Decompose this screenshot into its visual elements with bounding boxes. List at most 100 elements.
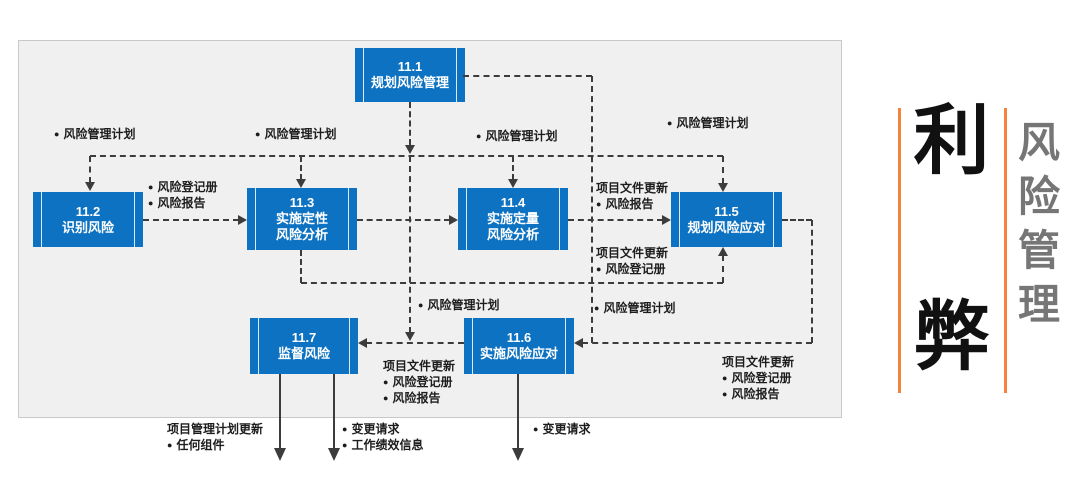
connector-dashed-line bbox=[722, 156, 724, 184]
connector-dashed-line bbox=[409, 156, 411, 333]
io-label: ●变更请求 ●工作绩效信息 bbox=[342, 421, 423, 453]
box-edge-stripe bbox=[348, 188, 349, 250]
connector-dashed-line bbox=[722, 255, 724, 283]
box-edge-stripe bbox=[41, 192, 42, 247]
arrowhead-right bbox=[449, 215, 458, 225]
io-label-line: ●风险报告 bbox=[383, 391, 441, 405]
bullet-icon: ● bbox=[594, 303, 600, 313]
io-label-line: ●风险管理计划 bbox=[54, 127, 136, 141]
box-edge-stripe bbox=[456, 48, 457, 102]
banner-title-char: 风 bbox=[1018, 119, 1061, 166]
output-solid-line bbox=[279, 374, 281, 448]
process-box-label: 11.4 bbox=[500, 195, 526, 210]
io-label-line: ●风险登记册 bbox=[596, 262, 666, 276]
connector-dashed-line bbox=[463, 75, 592, 77]
io-label-line: ●变更请求 bbox=[342, 422, 400, 436]
io-label-line: ●风险登记册 bbox=[148, 180, 218, 194]
process-box-label: 实施定量 bbox=[486, 211, 539, 226]
bullet-icon: ● bbox=[667, 118, 673, 128]
output-solid-line bbox=[333, 374, 335, 448]
io-label-line: ●风险登记册 bbox=[383, 375, 453, 389]
process-box-label: 11.1 bbox=[397, 59, 423, 74]
process-box-label: 风险分析 bbox=[486, 227, 539, 242]
process-box-label: 实施风险应对 bbox=[479, 346, 558, 361]
connector-dashed-line bbox=[90, 155, 723, 157]
arrowhead-down bbox=[405, 145, 415, 154]
arrowhead-down bbox=[85, 182, 95, 191]
output-arrowhead-down bbox=[512, 448, 524, 461]
io-label-line: ●工作绩效信息 bbox=[342, 438, 424, 452]
arrowhead-left bbox=[574, 338, 583, 348]
output-solid-line bbox=[517, 374, 519, 448]
bullet-icon: ● bbox=[148, 182, 154, 192]
box-edge-stripe bbox=[255, 188, 256, 250]
arrowhead-right bbox=[238, 215, 247, 225]
process-box-label: 规划风险管理 bbox=[370, 75, 449, 90]
bullet-icon: ● bbox=[418, 300, 424, 310]
bullet-icon: ● bbox=[342, 424, 348, 434]
io-label: 项目文件更新 ●风险登记册 ●风险报告 bbox=[383, 358, 455, 406]
io-label-line: ●风险管理计划 bbox=[418, 298, 500, 312]
banner-vertical-title: 风 险 管 理 bbox=[1018, 116, 1074, 332]
io-label: ●风险管理计划 bbox=[594, 300, 675, 316]
io-label: 项目文件更新●风险登记册●风险报告 bbox=[722, 354, 794, 402]
connector-dashed-line bbox=[366, 342, 464, 344]
banner-title-char: 理 bbox=[1018, 281, 1061, 328]
connector-dashed-line bbox=[143, 219, 239, 221]
arrowhead-down bbox=[405, 332, 415, 341]
box-edge-stripe bbox=[565, 318, 566, 374]
bullet-icon: ● bbox=[148, 198, 154, 208]
bullet-icon: ● bbox=[596, 264, 602, 274]
process-box-label: 监督风险 bbox=[277, 346, 330, 361]
io-label-line: 项目文件更新 bbox=[596, 246, 669, 260]
connector-dashed-line bbox=[582, 342, 812, 344]
arrowhead-left bbox=[358, 338, 367, 348]
output-arrowhead-down bbox=[328, 448, 340, 461]
io-label-line: 项目文件更新 bbox=[383, 359, 456, 373]
bullet-icon: ● bbox=[476, 131, 482, 141]
io-label: ●风险管理计划 bbox=[667, 115, 748, 131]
bullet-icon: ● bbox=[167, 440, 173, 450]
io-label-line: 项目文件更新 bbox=[596, 181, 669, 195]
arrowhead-up bbox=[718, 247, 728, 256]
box-edge-stripe bbox=[559, 188, 560, 250]
process-box-label: 风险分析 bbox=[275, 227, 328, 242]
connector-dashed-line bbox=[512, 156, 514, 180]
io-label-line: ●变更请求 bbox=[533, 422, 591, 436]
connector-dashed-line bbox=[409, 102, 411, 145]
io-label-line: ●风险管理计划 bbox=[594, 301, 676, 315]
arrowhead-right bbox=[662, 215, 671, 225]
io-label: ●风险管理计划 bbox=[255, 126, 336, 142]
io-label-line: ●风险管理计划 bbox=[667, 116, 749, 130]
process-box-label: 11.7 bbox=[291, 330, 317, 345]
banner-title-char: 险 bbox=[1018, 173, 1061, 220]
arrowhead-down bbox=[508, 179, 518, 188]
process-box-label: 规划风险应对 bbox=[687, 219, 766, 235]
banner-title-char: 管 bbox=[1018, 227, 1061, 274]
output-arrowhead-down bbox=[274, 448, 286, 461]
io-label-line: ●风险登记册 bbox=[722, 371, 792, 385]
box-edge-stripe bbox=[363, 48, 364, 102]
banner-accent-line-right bbox=[1004, 108, 1007, 393]
io-label-line: ●风险报告 bbox=[722, 387, 780, 401]
connector-dashed-line bbox=[782, 219, 812, 221]
io-label-line: ●任何组件 bbox=[167, 438, 225, 452]
banner-accent-line-left bbox=[898, 108, 901, 393]
connector-dashed-line bbox=[89, 156, 91, 183]
bullet-icon: ● bbox=[383, 393, 389, 403]
box-edge-stripe bbox=[134, 192, 135, 247]
io-label-line: ●风险报告 bbox=[148, 196, 206, 210]
process-box-label: 11.6 bbox=[506, 330, 532, 345]
connector-dashed-line bbox=[811, 220, 813, 343]
bullet-icon: ● bbox=[342, 440, 348, 450]
bullet-icon: ● bbox=[722, 389, 728, 399]
bullet-icon: ● bbox=[255, 129, 261, 139]
banner-char-benefit: 利 bbox=[913, 99, 990, 184]
connector-dashed-line bbox=[591, 76, 593, 343]
process-box-label: 11.3 bbox=[289, 195, 315, 210]
